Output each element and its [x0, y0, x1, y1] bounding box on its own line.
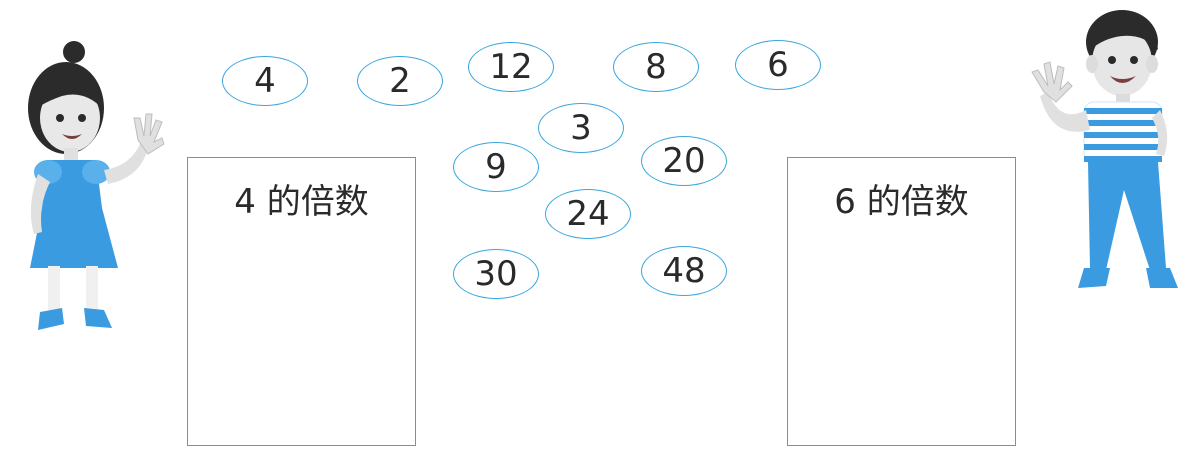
- multiples-of-4-title: 4 的倍数: [234, 182, 369, 222]
- number-oval-20[interactable]: 20: [641, 136, 727, 186]
- boy-icon: [1031, 10, 1178, 288]
- number-oval-6[interactable]: 6: [735, 40, 821, 90]
- number-oval-30[interactable]: 30: [453, 249, 539, 299]
- multiples-of-4-box[interactable]: 4 的倍数: [187, 157, 416, 446]
- girl-figure: [12, 38, 172, 338]
- number-oval-12[interactable]: 12: [468, 42, 554, 92]
- boy-figure: [1018, 6, 1188, 298]
- multiples-of-6-title: 6 的倍数: [834, 182, 969, 222]
- number-oval-24[interactable]: 24: [545, 189, 631, 239]
- number-oval-9[interactable]: 9: [453, 142, 539, 192]
- multiples-of-6-box[interactable]: 6 的倍数: [787, 157, 1016, 446]
- number-oval-48[interactable]: 48: [641, 246, 727, 296]
- number-oval-4[interactable]: 4: [222, 56, 308, 106]
- number-oval-3[interactable]: 3: [538, 103, 624, 153]
- number-oval-2[interactable]: 2: [357, 56, 443, 106]
- number-oval-8[interactable]: 8: [613, 42, 699, 92]
- girl-icon: [28, 41, 165, 330]
